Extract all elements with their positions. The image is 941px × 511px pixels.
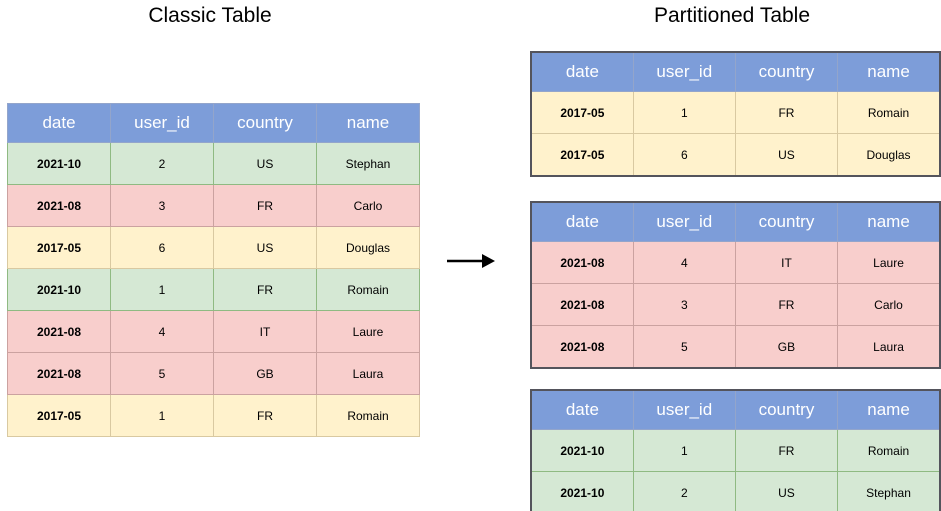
- column-header: name: [837, 389, 941, 430]
- table-cell: 4: [632, 241, 736, 284]
- table-cell: 2021-08: [7, 310, 111, 353]
- column-header: name: [316, 103, 420, 143]
- table-cell: 2021-08: [7, 184, 111, 227]
- table-cell: FR: [734, 429, 839, 472]
- column-header: country: [734, 51, 839, 92]
- table-cell: FR: [213, 268, 317, 311]
- table-cell: US: [734, 471, 839, 511]
- column-header: name: [837, 51, 941, 92]
- table-cell: 2021-08: [7, 352, 111, 395]
- column-header: user_id: [632, 389, 736, 430]
- table-cell: 1: [110, 394, 214, 437]
- partitioned-table-title: Partitioned Table: [653, 4, 811, 27]
- table-cell: US: [734, 133, 839, 177]
- column-header: date: [7, 103, 111, 143]
- table-cell: 6: [632, 133, 736, 177]
- table-cell: Carlo: [316, 184, 420, 227]
- table-cell: 3: [110, 184, 214, 227]
- table-cell: Laure: [837, 241, 941, 284]
- table-cell: 2: [632, 471, 736, 511]
- column-header: country: [213, 103, 317, 143]
- column-header: user_id: [110, 103, 214, 143]
- column-header: country: [734, 389, 839, 430]
- table-cell: 2017-05: [530, 91, 634, 134]
- table-cell: IT: [213, 310, 317, 353]
- table-cell: 2021-10: [530, 471, 634, 511]
- table-cell: GB: [734, 325, 839, 369]
- table-cell: Stephan: [837, 471, 941, 511]
- table-cell: FR: [734, 283, 839, 326]
- table-cell: GB: [213, 352, 317, 395]
- table-cell: Stephan: [316, 142, 420, 185]
- table-cell: Laura: [837, 325, 941, 369]
- table-cell: 2021-10: [7, 142, 111, 185]
- table-cell: 2: [110, 142, 214, 185]
- table-cell: 2017-05: [7, 226, 111, 269]
- column-header: date: [530, 51, 634, 92]
- column-header: country: [734, 201, 839, 242]
- table-cell: 1: [632, 429, 736, 472]
- table-cell: Douglas: [316, 226, 420, 269]
- table-cell: Romain: [316, 394, 420, 437]
- table-cell: 1: [632, 91, 736, 134]
- table-cell: 2017-05: [7, 394, 111, 437]
- table-cell: US: [213, 142, 317, 185]
- right-arrow-icon: [447, 254, 495, 268]
- table-cell: 1: [110, 268, 214, 311]
- table-cell: FR: [734, 91, 839, 134]
- column-header: user_id: [632, 51, 736, 92]
- table-cell: IT: [734, 241, 839, 284]
- table-cell: Laura: [316, 352, 420, 395]
- table-cell: 5: [632, 325, 736, 369]
- table-cell: 2021-08: [530, 283, 634, 326]
- column-header: name: [837, 201, 941, 242]
- table-cell: 2021-08: [530, 241, 634, 284]
- table-cell: 2017-05: [530, 133, 634, 177]
- table-cell: FR: [213, 184, 317, 227]
- table-cell: FR: [213, 394, 317, 437]
- column-header: user_id: [632, 201, 736, 242]
- table-cell: Douglas: [837, 133, 941, 177]
- classic-table-title: Classic Table: [148, 4, 272, 27]
- table-cell: Laure: [316, 310, 420, 353]
- column-header: date: [530, 389, 634, 430]
- table-cell: Romain: [316, 268, 420, 311]
- table-cell: Romain: [837, 91, 941, 134]
- table-cell: 3: [632, 283, 736, 326]
- table-cell: 5: [110, 352, 214, 395]
- table-cell: 2021-08: [530, 325, 634, 369]
- table-cell: Carlo: [837, 283, 941, 326]
- table-cell: Romain: [837, 429, 941, 472]
- table-cell: 2021-10: [530, 429, 634, 472]
- table-cell: 4: [110, 310, 214, 353]
- table-cell: 2021-10: [7, 268, 111, 311]
- column-header: date: [530, 201, 634, 242]
- table-cell: 6: [110, 226, 214, 269]
- table-cell: US: [213, 226, 317, 269]
